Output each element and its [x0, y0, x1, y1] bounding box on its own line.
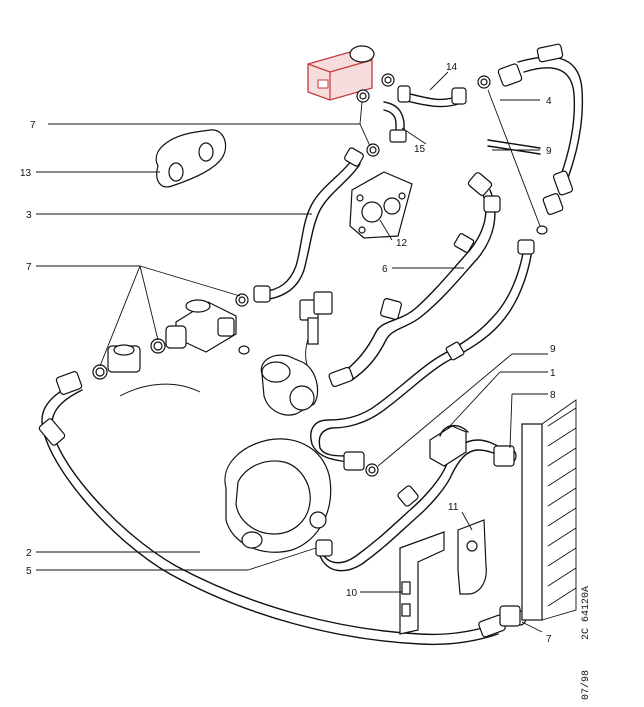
callout-14: 14 — [446, 62, 458, 73]
expansion-valve-block[interactable] — [307, 45, 375, 101]
callout-13: 13 — [20, 168, 32, 179]
filter-drier[interactable] — [260, 354, 319, 416]
callout-8: 8 — [550, 390, 556, 401]
callout-3: 3 — [26, 210, 32, 221]
drawing-code: 2C 64120A — [581, 586, 592, 640]
pipe-3[interactable] — [253, 147, 364, 303]
callout-11: 11 — [448, 502, 459, 513]
hose-4[interactable] — [497, 43, 584, 216]
compressor[interactable] — [119, 383, 332, 553]
callout-7-bottom: 7 — [546, 634, 552, 645]
bracket-10[interactable] — [399, 531, 445, 635]
callout-9-lower: 9 — [550, 344, 556, 355]
callout-labels: 14 4 7 15 9 13 3 12 7 6 9 1 8 11 2 5 10 … — [20, 62, 556, 645]
pipe-9-lower[interactable] — [310, 239, 535, 471]
pipe-14[interactable] — [397, 85, 467, 108]
callout-9-top: 9 — [546, 146, 552, 157]
condenser[interactable] — [493, 399, 577, 627]
o-rings — [92, 73, 548, 626]
callout-4: 4 — [546, 96, 552, 107]
callout-7-top: 7 — [30, 120, 36, 131]
pipe-9-upper[interactable] — [487, 139, 541, 155]
pipe-1[interactable] — [439, 425, 469, 437]
callout-1: 1 — [550, 368, 556, 379]
drawing-date: 07/98 — [580, 670, 592, 700]
callout-10: 10 — [346, 588, 358, 599]
clip-11[interactable] — [457, 519, 487, 595]
callout-2: 2 — [26, 548, 32, 559]
pipe-5[interactable] — [315, 425, 511, 572]
pipe-15[interactable] — [383, 101, 407, 143]
valve-assembly-7[interactable] — [107, 299, 237, 373]
grommet-13[interactable] — [155, 129, 227, 188]
pressure-switch-connector[interactable] — [299, 291, 333, 387]
callout-7-middle: 7 — [26, 262, 32, 273]
gasket-12[interactable] — [349, 171, 413, 239]
callout-15: 15 — [414, 144, 426, 155]
callout-5: 5 — [26, 566, 32, 577]
callout-6: 6 — [382, 264, 388, 275]
hose-6[interactable] — [328, 171, 501, 388]
callout-12: 12 — [396, 238, 408, 249]
leader-lines — [36, 71, 548, 633]
